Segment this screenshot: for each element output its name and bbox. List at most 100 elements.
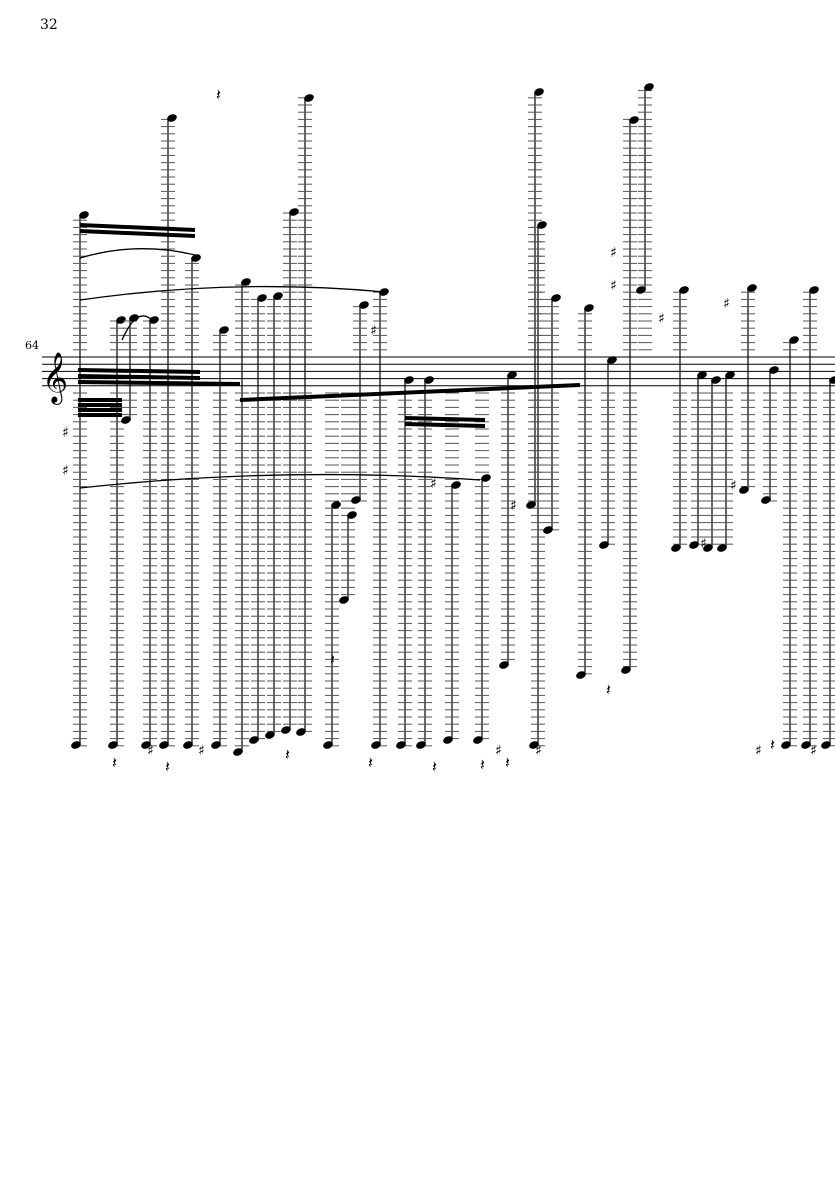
rest-icon: 𝄽 [368, 753, 373, 772]
notehead [443, 736, 453, 744]
notehead [801, 741, 811, 749]
rest-icon: 𝄽 [216, 85, 221, 104]
notehead [241, 278, 251, 286]
notehead [537, 221, 547, 229]
tie [79, 248, 196, 259]
sharp-icon: ♯ [147, 743, 154, 759]
notehead [671, 544, 681, 552]
notehead [584, 304, 594, 312]
notehead [424, 376, 434, 384]
sharp-icon: ♯ [535, 743, 542, 759]
notehead [304, 94, 314, 102]
notehead [351, 496, 361, 504]
notehead [371, 741, 381, 749]
notehead [703, 544, 713, 552]
notehead [599, 541, 609, 549]
sharp-icon: ♯ [495, 743, 502, 759]
notehead [249, 736, 259, 744]
notehead [499, 661, 509, 669]
rest-icon: 𝄽 [480, 755, 485, 774]
beam [404, 422, 486, 428]
notehead [323, 741, 333, 749]
notehead [534, 88, 544, 96]
notehead [296, 728, 306, 736]
rest-icon: 𝄽 [285, 745, 290, 764]
notehead [289, 208, 299, 216]
sharp-icon: ♯ [62, 463, 69, 479]
notehead [71, 741, 81, 749]
notehead [159, 741, 169, 749]
notehead [141, 741, 151, 749]
notehead [809, 286, 819, 294]
rest-icon: 𝄽 [165, 757, 170, 776]
notehead [526, 501, 536, 509]
sharp-icon: ♯ [730, 478, 737, 494]
notehead [347, 511, 357, 519]
sharp-icon: ♯ [658, 311, 665, 327]
notehead [359, 301, 369, 309]
notehead [79, 211, 89, 219]
sharp-icon: ♯ [62, 425, 69, 441]
notehead [116, 316, 126, 324]
notehead [167, 114, 177, 122]
notehead [697, 371, 707, 379]
sharp-icon: ♯ [610, 278, 617, 294]
notehead [551, 294, 561, 302]
notehead [739, 486, 749, 494]
notehead [191, 254, 201, 262]
beam [77, 380, 241, 386]
notehead [717, 544, 727, 552]
notehead [121, 416, 131, 424]
notes: ♯♯♯♯♯♯♯♯♯♯♯♯♯♯♯♯♯𝄽𝄽𝄽𝄽𝄽𝄽𝄽𝄽𝄽𝄽𝄽 [62, 83, 835, 776]
notehead [636, 286, 646, 294]
beam [79, 229, 196, 238]
sharp-icon: ♯ [700, 536, 707, 552]
notehead [108, 741, 118, 749]
sharp-icon: ♯ [198, 743, 205, 759]
notehead [689, 541, 699, 549]
sharp-icon: ♯ [810, 743, 817, 759]
tie [79, 285, 386, 301]
notehead [725, 371, 735, 379]
notehead [747, 284, 757, 292]
beam [239, 383, 581, 402]
notehead [233, 748, 243, 756]
sharp-icon: ♯ [755, 743, 762, 759]
notehead [473, 736, 483, 744]
notehead [416, 741, 426, 749]
sharp-icon: ♯ [723, 296, 730, 312]
notehead [769, 366, 779, 374]
notehead [789, 336, 799, 344]
rest-icon: 𝄽 [330, 650, 335, 669]
beam [404, 416, 486, 422]
sharp-icon: ♯ [430, 476, 437, 492]
notehead [129, 314, 139, 322]
notehead [451, 481, 461, 489]
notehead [396, 741, 406, 749]
rest-icon: 𝄽 [770, 735, 775, 754]
rest-icon: 𝄽 [505, 753, 510, 772]
notehead [507, 371, 517, 379]
notehead [149, 316, 159, 324]
sharp-icon: ♯ [370, 323, 377, 339]
notehead [265, 731, 275, 739]
notehead [629, 116, 639, 124]
sharp-icon: ♯ [510, 498, 517, 514]
notehead [679, 286, 689, 294]
beam [79, 223, 196, 232]
treble-clef-icon: 𝄞 [42, 352, 68, 405]
notehead [821, 741, 831, 749]
notehead [543, 526, 553, 534]
notehead [257, 294, 267, 302]
rest-icon: 𝄽 [606, 680, 611, 699]
notehead [529, 741, 539, 749]
notehead [781, 741, 791, 749]
notehead [331, 501, 341, 509]
tie [121, 315, 153, 341]
beam [77, 374, 201, 380]
notehead [404, 376, 414, 384]
rest-icon: 𝄽 [432, 757, 437, 776]
notehead [621, 666, 631, 674]
rest-icon: 𝄽 [112, 753, 117, 772]
